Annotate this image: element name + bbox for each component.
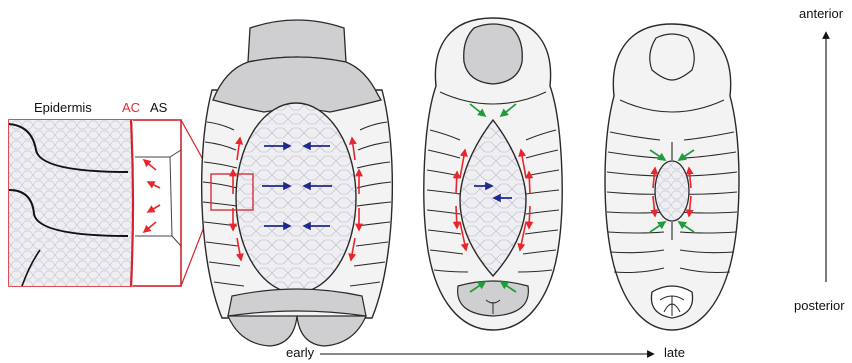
actin-cable-label: AC <box>122 100 140 115</box>
early-label: early <box>286 345 314 360</box>
epidermis-label: Epidermis <box>34 100 92 115</box>
posterior-lobe <box>228 316 297 346</box>
inset-panel <box>9 120 211 286</box>
late-label: late <box>664 345 685 360</box>
anterior-label: anterior <box>799 6 843 21</box>
early-embryo <box>202 20 393 346</box>
posterior-lobe <box>297 316 366 346</box>
posterior-label: posterior <box>794 298 845 313</box>
middle-embryo <box>424 18 562 330</box>
amnioserosa-label: AS <box>150 100 167 115</box>
head-plate <box>248 20 346 62</box>
head-plate <box>464 24 523 84</box>
late-embryo <box>605 24 739 330</box>
